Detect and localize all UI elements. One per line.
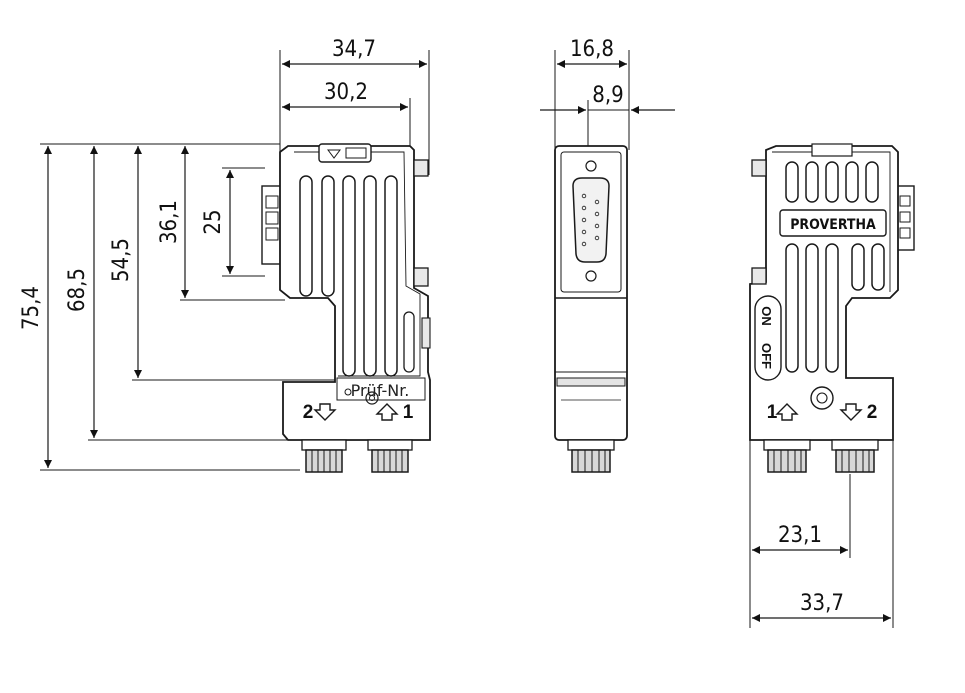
dim-height-total: 75,4 — [19, 286, 44, 330]
test-number-label: Prüf-Nr. — [351, 381, 410, 400]
dim-back-overall-width: 33,7 — [800, 591, 844, 616]
switch-on-label: ON — [759, 306, 774, 326]
dim-height-4: 36,1 — [157, 200, 182, 244]
dim-height-5: 25 — [201, 209, 226, 234]
back-port-label-left: 1 — [767, 402, 778, 423]
side-port-label-left: 2 — [303, 402, 314, 423]
back-housing — [749, 145, 899, 441]
front-view — [540, 50, 675, 473]
dim-body-width: 30,2 — [324, 80, 368, 105]
on-off-switch — [754, 295, 782, 381]
side-view — [40, 50, 431, 473]
side-connector-right — [367, 439, 413, 473]
dim-overall-width: 34,7 — [332, 37, 376, 62]
dim-port-spacing: 23,1 — [778, 523, 822, 548]
brand-name: PROVERTHA — [790, 217, 876, 233]
brand-plate — [779, 209, 887, 237]
side-port-label-right: 1 — [403, 402, 414, 423]
dim-front-offset: 8,9 — [592, 83, 623, 108]
side-connector-left — [301, 439, 347, 473]
dim-height-3: 54,5 — [109, 238, 134, 282]
back-port-label-right: 2 — [867, 402, 878, 423]
dim-height-2: 68,5 — [65, 268, 90, 312]
switch-off-label: OFF — [759, 343, 774, 369]
dim-front-width: 16,8 — [570, 37, 614, 62]
back-view — [749, 143, 915, 628]
